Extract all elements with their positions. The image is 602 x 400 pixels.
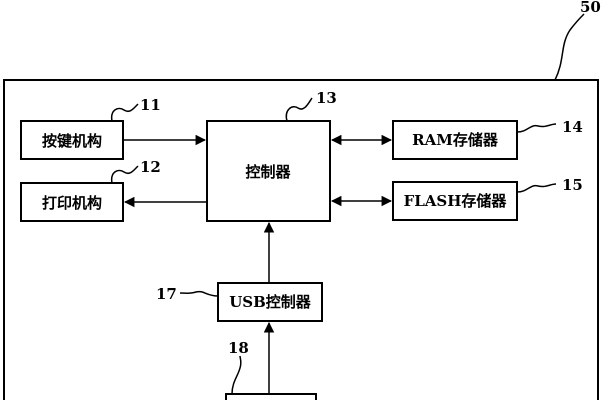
controller-ref-label: 13 — [316, 89, 337, 107]
printer-label: 打印机构 — [42, 194, 102, 212]
ram-ref-label: 14 — [562, 118, 583, 136]
printer-ref-leader — [110, 165, 139, 184]
printer-ref-label: 12 — [140, 158, 161, 176]
outer-ref-leader — [554, 13, 585, 81]
flash-ref-label: 15 — [562, 176, 583, 194]
printer-block — [20, 182, 124, 222]
keyboard-ref-leader — [110, 103, 139, 122]
usb-port-block — [225, 393, 317, 400]
usb-controller-ref-leader — [179, 290, 219, 297]
usb-controller-label: USB控制器 — [229, 293, 312, 311]
usb-controller-block — [217, 282, 323, 322]
flash-ref-leader — [516, 183, 557, 193]
flash-block — [392, 181, 518, 221]
controller-block — [206, 120, 331, 222]
ram-block — [392, 120, 518, 160]
usb-port-ref-leader — [231, 355, 242, 395]
controller-ref-leader — [285, 97, 313, 122]
outer-frame — [3, 79, 599, 400]
usb-port-ref-label: 18 — [228, 339, 249, 357]
controller-label: 控制器 — [245, 163, 291, 181]
ram-ref-leader — [516, 123, 557, 133]
flash-label: FLASH存储器 — [404, 192, 508, 210]
ram-label: RAM存储器 — [412, 131, 499, 149]
keyboard-ref-label: 11 — [140, 96, 161, 114]
outer-ref-label: 50 — [580, 0, 601, 16]
usb-controller-ref-label: 17 — [156, 285, 177, 303]
keyboard-label: 按键机构 — [42, 132, 102, 150]
